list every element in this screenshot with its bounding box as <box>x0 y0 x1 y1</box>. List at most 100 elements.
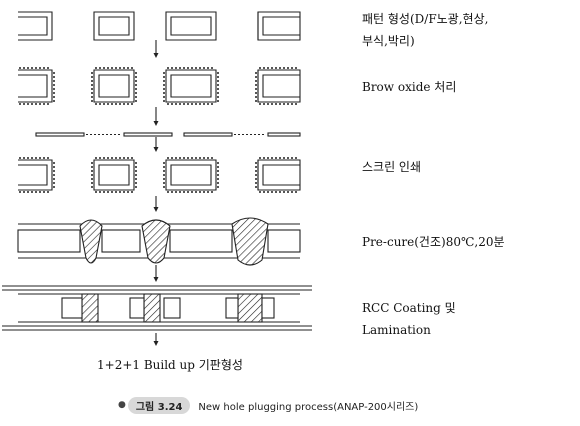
stage3-oxide-dot <box>275 157 277 159</box>
stage3-oxide-dot <box>163 174 165 176</box>
stage3-oxide-dot <box>47 191 49 193</box>
stage3-oxide-dot <box>179 157 181 159</box>
stage2-arrow-head <box>153 121 159 126</box>
stage3-oxide-dot <box>27 191 29 193</box>
stage3-oxide-dot <box>163 162 165 164</box>
stage3-oxide-dot <box>211 157 213 159</box>
stage3-oxide-dot <box>53 174 55 176</box>
stage3-oxide-dot <box>217 162 219 164</box>
stage2-oxide-dot <box>95 67 97 69</box>
stage2-oxide-dot <box>271 103 273 105</box>
stage2-oxide-dot <box>195 67 197 69</box>
stage2-oxide-dot <box>53 100 55 102</box>
stage2-oxide-dot <box>217 88 219 90</box>
stage2-oxide-dot <box>135 72 137 74</box>
stage1-pad-outer-0 <box>18 11 53 41</box>
stage2-oxide-dot <box>39 67 41 69</box>
stage2-oxide-dot <box>255 96 257 98</box>
step-3-label: 스크린 인쇄 <box>362 160 422 174</box>
stage2-oxide-dot <box>135 96 137 98</box>
stage3-oxide-dot <box>203 191 205 193</box>
stage2-oxide-dot <box>211 103 213 105</box>
stage4-arrow-head <box>153 277 159 282</box>
stage1-pad-outer-2 <box>165 11 217 41</box>
stage3-oxide-dot <box>267 157 269 159</box>
stage4-plug-2 <box>231 217 269 266</box>
stage2-oxide-dot <box>275 103 277 105</box>
stage1-pad-inner-2 <box>170 16 212 36</box>
stage3-oxide-dot <box>23 191 25 193</box>
stage2-oxide-dot <box>267 103 269 105</box>
stage2-oxide-dot <box>255 92 257 94</box>
stage2-oxide-dot <box>283 67 285 69</box>
stage3-oxide-dot <box>127 157 129 159</box>
stage2-oxide-dot <box>163 92 165 94</box>
stage3-oxide-dot <box>195 157 197 159</box>
stage3-oxide-dot <box>259 191 261 193</box>
stage3-oxide-dot <box>163 178 165 180</box>
result-label: 1+2+1 Build up 기판형성 <box>97 358 243 372</box>
stage5-pad-4 <box>261 297 275 319</box>
stage3-oxide-dot <box>187 191 189 193</box>
stage2-oxide-dot <box>43 103 45 105</box>
stage3-oxide-dot <box>95 157 97 159</box>
stage1-pad-inner-3 <box>262 16 300 36</box>
stage5-plug-2 <box>237 293 263 323</box>
stage3-oxide-dot <box>135 170 137 172</box>
stage2-oxide-dot <box>111 67 113 69</box>
stage2-oxide-dot <box>27 103 29 105</box>
stage3-oxide-dot <box>43 191 45 193</box>
stage2-oxide-dot <box>295 67 297 69</box>
stage3-oxide-dot <box>267 191 269 193</box>
step-5-label: RCC Coating 및 Lamination <box>362 301 456 337</box>
stage3-arrow-head <box>153 207 159 212</box>
stage2-oxide-dot <box>175 67 177 69</box>
stage2-oxide-dot <box>135 100 137 102</box>
stage3-oxide-dot <box>255 162 257 164</box>
stage3-oxide-dot <box>47 157 49 159</box>
stage3-oxide-dot <box>163 170 165 172</box>
stage3-oxide-dot <box>255 178 257 180</box>
stage2-oxide-dot <box>127 103 129 105</box>
stage1-pad-outer-1 <box>93 11 135 41</box>
stage3-oxide-dot <box>255 170 257 172</box>
stage2-oxide-dot <box>217 84 219 86</box>
stage3-oxide-dot <box>259 157 261 159</box>
stage3-oxide-dot <box>171 157 173 159</box>
stage2-oxide-dot <box>91 96 93 98</box>
stage2-oxide-dot <box>291 67 293 69</box>
stage2-oxide-dot <box>135 84 137 86</box>
stage2-oxide-dot <box>255 80 257 82</box>
stage2-oxide-dot <box>183 103 185 105</box>
stage3-oxide-dot <box>111 157 113 159</box>
stage2-oxide-dot <box>91 100 93 102</box>
stage3-oxide-dot <box>183 157 185 159</box>
stage3-oxide-dot <box>167 191 169 193</box>
stage2-pad-outer-1 <box>93 69 135 103</box>
figure-number-badge: 그림 3.24 <box>127 396 191 414</box>
stage3-oxide-dot <box>199 157 201 159</box>
stage3-oxide-dot <box>135 178 137 180</box>
stage1-pad-inner-0 <box>18 16 48 36</box>
caption-text: New hole plugging process(ANAP-200시리즈) <box>198 401 419 413</box>
stage1-pad-inner-1 <box>98 16 130 36</box>
stage2-oxide-dot <box>111 103 113 105</box>
stage3-oxide-dot <box>271 191 273 193</box>
stage3-oxide-dot <box>255 166 257 168</box>
stage1-pad-outer-3 <box>257 11 301 41</box>
stage4-plug-1 <box>141 219 171 264</box>
stage2-oxide-dot <box>115 103 117 105</box>
stage2-oxide-dot <box>91 76 93 78</box>
stage2-oxide-dot <box>47 67 49 69</box>
stage3-oxide-dot <box>195 191 197 193</box>
stage2-oxide-dot <box>203 67 205 69</box>
stage3-oxide-dot <box>53 178 55 180</box>
stage2-oxide-dot <box>163 84 165 86</box>
stage2-oxide-dot <box>27 67 29 69</box>
stencil-segment-3 <box>267 132 301 137</box>
stage3-oxide-dot <box>255 186 257 188</box>
stage3-oxide-dot <box>39 191 41 193</box>
stage2-oxide-dot <box>167 103 169 105</box>
stage2-oxide-dot <box>295 103 297 105</box>
